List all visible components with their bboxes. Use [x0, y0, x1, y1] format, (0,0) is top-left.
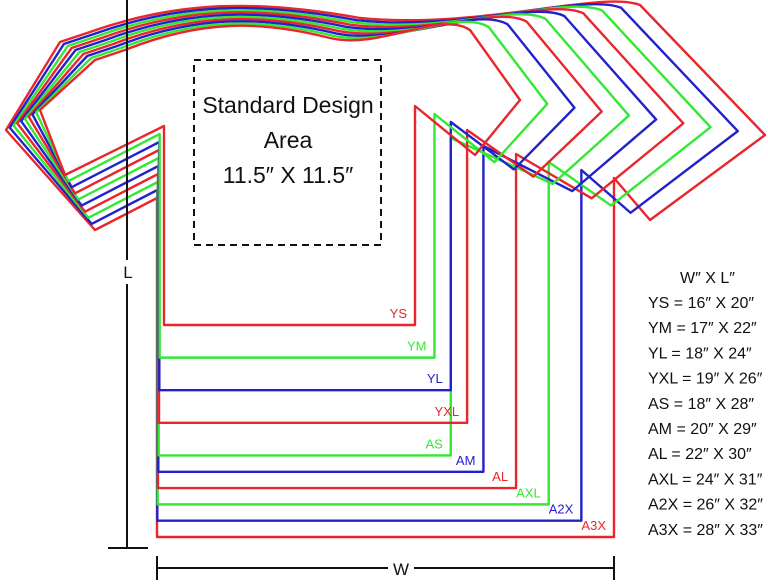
size-chart-row: YXL = 19″ X 26″ [648, 371, 763, 388]
size-chart-row: A2X = 26″ X 32″ [648, 497, 763, 514]
shirt-size-label: AM [456, 453, 476, 468]
shirt-size-label: YL [427, 371, 443, 386]
shirt-outline-ym [35, 20, 549, 359]
shirt-size-label: A2X [549, 502, 574, 517]
shirt-size-label: YS [390, 306, 408, 321]
width-dimension: W [156, 556, 615, 580]
length-label-bg [118, 260, 138, 284]
shirt-outline-yxl [27, 15, 603, 425]
width-label-bg [388, 558, 414, 580]
shirt-size-label: AXL [516, 485, 541, 500]
shirt-outline-axl [12, 5, 712, 506]
shirt-outline-ys [38, 23, 522, 327]
shirt-outline-a3x [4, 0, 767, 539]
size-chart-row: AL = 22″ X 30″ [648, 446, 752, 463]
shirt-size-label: AS [425, 436, 443, 451]
design-area: Standard Design Area 11.5″ X 11.5″ [193, 59, 382, 246]
design-area-subtitle: Area [264, 127, 313, 153]
size-chart-row: AS = 18″ X 28″ [648, 396, 754, 413]
shirt-outlines: A3X A2X AXL AL AM AS YXL YL YM YS [4, 0, 767, 539]
shirt-size-label: A3X [581, 518, 606, 533]
shirt-size-label: AL [492, 469, 508, 484]
width-label: W [393, 560, 409, 579]
shirt-outline-as [23, 13, 631, 457]
shirt-size-label: YM [407, 339, 427, 354]
size-chart-row: YM = 17″ X 22″ [648, 320, 757, 337]
length-label: L [123, 263, 132, 282]
size-chart-row: YL = 18″ X 24″ [648, 345, 752, 362]
size-chart-row: YS = 16″ X 20″ [648, 295, 754, 312]
shirt-outline-a2x [8, 2, 739, 522]
shirt-outline-yl [31, 18, 576, 392]
size-chart-row: A3X = 28″ X 33″ [648, 522, 763, 539]
shirt-outline-al [16, 8, 685, 490]
shirt-outline-am [19, 10, 658, 473]
shirt-size-label: YXL [435, 404, 460, 419]
design-area-title: Standard Design [202, 92, 373, 118]
length-dimension: L [108, 0, 148, 549]
size-chart-row: AM = 20″ X 29″ [648, 421, 757, 438]
design-area-box [193, 59, 382, 246]
size-chart-header: W″ X L″ [680, 270, 735, 287]
design-area-dimensions: 11.5″ X 11.5″ [223, 162, 354, 188]
size-chart: W″ X L″ YS = 16″ X 20″ YM = 17″ X 22″ YL =… [648, 270, 763, 539]
size-chart-row: AXL = 24″ X 31″ [648, 471, 763, 488]
